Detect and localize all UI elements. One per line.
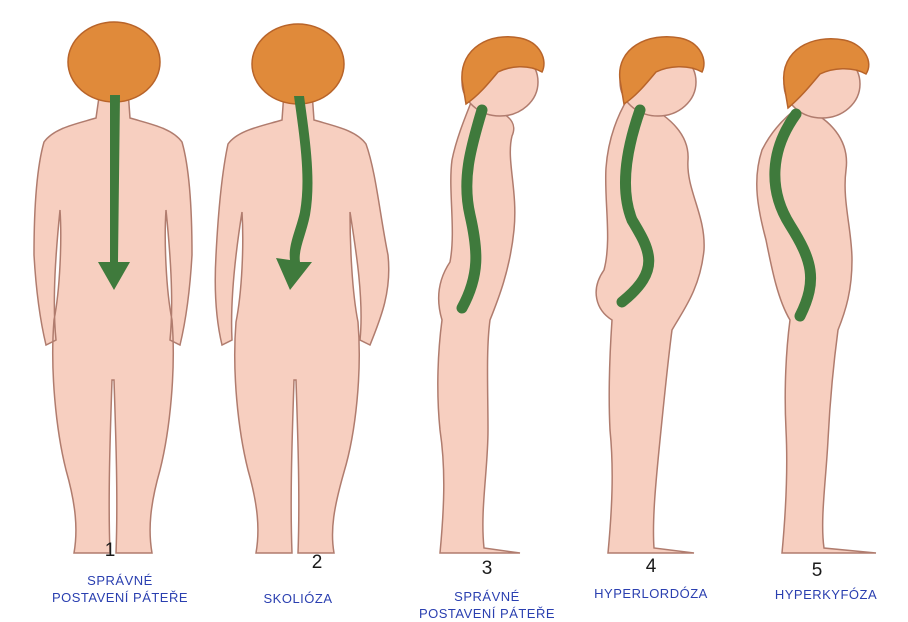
figure-3-caption-line2: POSTAVENÍ PÁTEŘE bbox=[392, 605, 582, 622]
figure-1-caption: SPRÁVNÉ POSTAVENÍ PÁTEŘE bbox=[30, 572, 210, 606]
figure-3-body bbox=[438, 100, 520, 553]
figure-4-number: 4 bbox=[636, 556, 666, 578]
figure-4-caption: HYPERLORDÓZA bbox=[566, 585, 736, 602]
figure-3-caption-line1: SPRÁVNÉ bbox=[392, 588, 582, 605]
figure-1-hair bbox=[68, 22, 160, 102]
figure-4-caption-line1: HYPERLORDÓZA bbox=[566, 585, 736, 602]
figure-1-back-view bbox=[34, 22, 192, 553]
figure-1-caption-line2: POSTAVENÍ PÁTEŘE bbox=[30, 589, 210, 606]
figure-4-side-view bbox=[596, 37, 704, 553]
figure-2-caption: SKOLIÓZA bbox=[238, 590, 358, 607]
figure-5-caption: HYPERKYFÓZA bbox=[746, 586, 906, 603]
figure-3-caption: SPRÁVNÉ POSTAVENÍ PÁTEŘE bbox=[392, 588, 582, 622]
figure-2-back-view bbox=[215, 24, 389, 553]
figure-2-hair bbox=[252, 24, 344, 104]
figure-3-number: 3 bbox=[472, 558, 502, 580]
figure-2-caption-line1: SKOLIÓZA bbox=[238, 590, 358, 607]
figure-4-body bbox=[596, 98, 704, 553]
figure-1-caption-line1: SPRÁVNÉ bbox=[30, 572, 210, 589]
figure-2-number: 2 bbox=[302, 552, 332, 574]
figure-5-number: 5 bbox=[802, 560, 832, 582]
figure-5-side-view bbox=[757, 39, 876, 553]
figure-1-number: 1 bbox=[95, 540, 125, 562]
figure-5-caption-line1: HYPERKYFÓZA bbox=[746, 586, 906, 603]
figure-3-side-view bbox=[438, 37, 544, 553]
